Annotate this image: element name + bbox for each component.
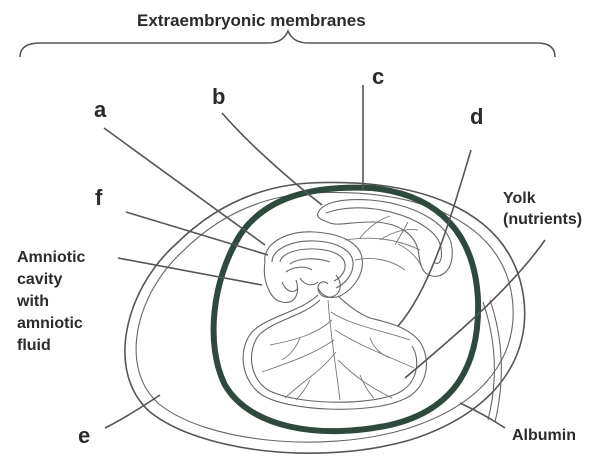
label-yolk-1: Yolk [503,190,536,207]
shell-outer [125,182,525,453]
title-text: Extraembryonic membranes [137,11,366,30]
label-e: e [78,423,90,448]
leader-a [104,128,265,245]
label-amniotic-3: with [16,293,49,310]
allantois-vessels [345,216,422,270]
label-b: b [212,84,225,109]
title-brace [20,31,555,57]
amnion-inner [280,249,345,281]
label-albumin: Albumin [512,427,576,444]
amnion-outer [264,232,362,303]
allantois-inner [326,208,441,264]
embryo-body [282,259,330,292]
label-amniotic-2: cavity [17,271,62,288]
label-a: a [94,97,107,122]
label-amniotic-4: amniotic [17,315,83,332]
label-d: d [470,104,483,129]
yolk-sac-inner [252,300,417,402]
leader-amniotic [118,258,262,285]
label-c: c [372,64,384,89]
amnion-mid [272,241,353,288]
label-yolk-2: (nutrients) [503,211,582,228]
leader-f [126,212,268,255]
yolk-vessels [262,300,414,400]
embryo-tail [318,275,340,297]
label-amniotic-5: fluid [17,337,51,354]
label-amniotic-1: Amniotic [17,249,86,266]
label-f: f [95,185,103,210]
leader-e [105,395,160,428]
albumin-boundary [483,302,494,420]
